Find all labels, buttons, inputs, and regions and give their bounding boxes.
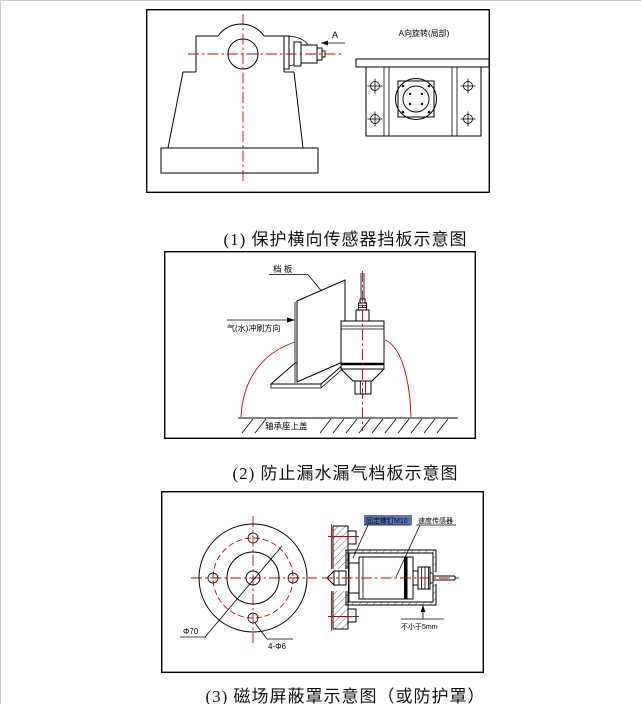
baffle-label: 档 板: [273, 264, 293, 274]
bearing-dome-outline: [240, 339, 412, 418]
bolt-symbol: [367, 78, 383, 94]
sensor-mount-plate: [397, 80, 435, 118]
figure3-shield-diagram: Φ70 4-Φ6: [161, 491, 484, 673]
figure2-caption: (2) 防止漏水漏气档板示意图: [232, 464, 459, 483]
bearing-cover-label: 轴承座上盖: [265, 421, 308, 431]
bolt-symbol: [367, 111, 383, 127]
sensor-mount-circle: [395, 78, 437, 120]
figure3-caption: (3) 磁场屏蔽罩示意图（或防护罩）: [205, 687, 486, 704]
holes-dimension: 4-Φ6: [268, 642, 286, 651]
sensor-label: 速度传感器: [418, 516, 453, 525]
bolt-circle-dimension: Φ70: [183, 627, 199, 636]
shield-section-view: 固定螺钉M10 速度传感器 不小于5mm: [322, 515, 459, 631]
figure2-baffle-diagram: 轴承座上盖 档 板 气(水)冲刷方向: [164, 251, 476, 439]
min-thickness-label-group: 不小于5mm: [401, 605, 444, 631]
view-a-letter: A: [332, 30, 338, 40]
bolt-symbol: [460, 111, 476, 127]
flush-direction-label-group: 气(水)冲刷方向: [227, 317, 295, 333]
bolt-symbol: [460, 78, 476, 94]
detail-view-title: A向旋转(局部): [399, 28, 450, 38]
fixing-screw-label: 固定螺钉M10: [366, 516, 408, 525]
figure1-caption: (1) 保护横向传感器挡板示意图: [223, 230, 468, 249]
baffle-plate: [269, 279, 347, 389]
view-a-arrow: A: [321, 30, 345, 46]
bolt-circle: [212, 537, 294, 619]
sensor-label-group: 速度传感器: [395, 516, 456, 578]
baffle-label-group: 档 板: [269, 264, 322, 291]
flush-direction-label: 气(水)冲刷方向: [227, 323, 280, 333]
figure1-sensor-guard-diagram: A A向旋转(局部): [146, 9, 490, 193]
flange-front-view: Φ70 4-Φ6: [180, 516, 317, 651]
fixing-screw-label-group: 固定螺钉M10: [352, 515, 412, 559]
detail-view-a: A向旋转(局部): [355, 28, 490, 137]
flange-outer-circle: [198, 523, 308, 633]
min-thickness-label: 不小于5mm: [401, 622, 438, 631]
bearing-cover-ground: 轴承座上盖: [238, 417, 458, 434]
